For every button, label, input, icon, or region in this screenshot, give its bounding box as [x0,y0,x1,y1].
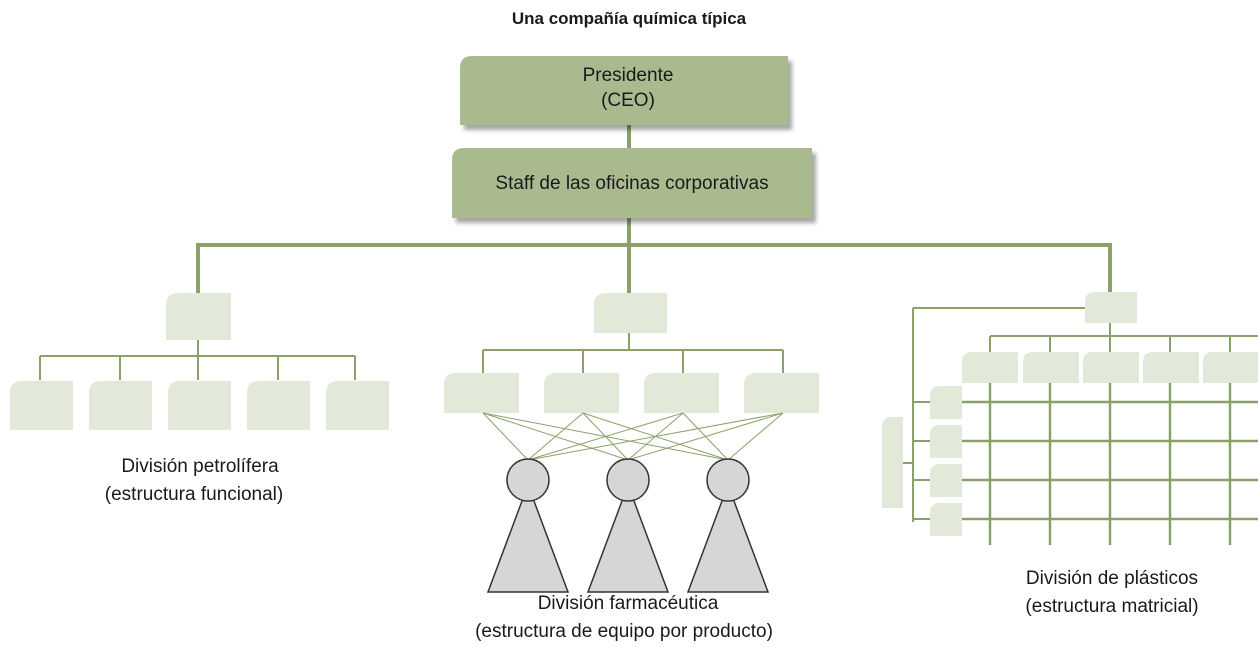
plastics-division: División de plásticos (estructura matric… [882,292,1258,617]
pharma-division: División farmacéutica (estructura de equ… [444,293,819,642]
matrix-side-box [882,417,903,508]
staff-box: Staff de las oficinas corporativas [452,148,812,218]
matrix-column-box [1203,352,1258,383]
oil-head-box [166,293,231,340]
main-connectors [196,125,1112,293]
matrix-column-box [1083,352,1139,383]
pharma-division-structure: (estructura de equipo por producto) [475,621,773,642]
matrix-column-box [1023,352,1079,383]
product-team-figure [686,458,770,593]
plastics-division-name: División de plásticos [1026,568,1198,589]
chart-title: Una compañía química típica [512,9,747,28]
president-box: Presidente (CEO) [460,56,788,125]
plastics-head-box [1085,292,1137,323]
product-team-figure [486,458,570,593]
matrix-row-box [930,464,962,497]
pharma-division-name: División farmacéutica [538,593,719,614]
oil-division: División petrolífera (estructura funcion… [10,293,389,505]
oil-unit-box [10,381,73,430]
oil-division-name: División petrolífera [121,456,279,477]
pharma-unit-box [544,373,619,413]
product-team-figure [586,458,670,593]
plastics-division-structure: (estructura matricial) [1025,596,1198,617]
pharma-unit-box [744,373,819,413]
pharma-unit-box [444,373,519,413]
pharma-unit-box [644,373,719,413]
matrix-column-box [1143,352,1199,383]
matrix-column-box [962,352,1018,383]
oil-unit-box [168,381,231,430]
oil-unit-box [247,381,310,430]
matrix-grid [960,383,1258,545]
oil-unit-box [89,381,152,430]
matrix-row-box [930,425,962,458]
president-subtitle: (CEO) [601,90,655,111]
oil-division-structure: (estructura funcional) [105,484,283,505]
matrix-row-box [930,386,962,419]
staff-label: Staff de las oficinas corporativas [495,173,768,194]
matrix-row-box [930,503,962,536]
pharma-head-box [594,293,667,333]
oil-unit-box [326,381,389,430]
president-title: Presidente [583,65,674,86]
pharma-cross-links [482,412,784,461]
